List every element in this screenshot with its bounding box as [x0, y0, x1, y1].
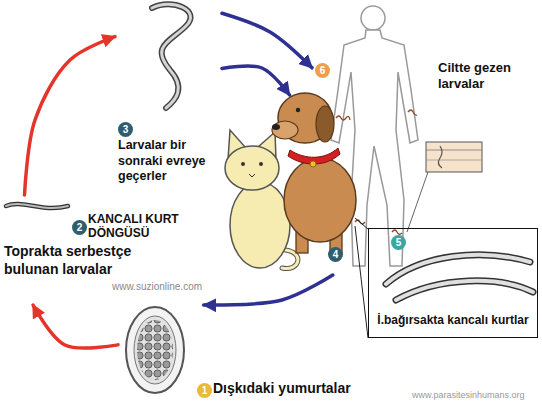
- human-head: [361, 6, 385, 30]
- watermark: www.parasitesinhumans.org: [412, 390, 540, 401]
- larva-body: [152, 4, 191, 108]
- dog-ear: [316, 106, 334, 142]
- dog-tag: [310, 161, 316, 167]
- animal-host-stage: 4: [225, 95, 370, 275]
- zoom-line: [355, 218, 368, 229]
- human-host-stage: 6 Ciltte gezen larvalar: [312, 0, 538, 100]
- callout-number: 6: [315, 63, 330, 78]
- stage-label: Toprakta serbestçe bulunan larvalar: [4, 243, 142, 278]
- cycle-arrow: [25, 37, 116, 195]
- intestine-box: 5İ.bağırsakta kancalı kurtlar: [368, 228, 538, 338]
- stage-label: İ.bağırsakta kancalı kurtlar: [372, 313, 534, 328]
- cat-head: [225, 146, 279, 190]
- callout-number: 2: [72, 220, 87, 235]
- stage-label: Ciltte gezen larvalar: [438, 60, 534, 93]
- cycle-arrow: [222, 13, 312, 68]
- larva-outline: [6, 204, 68, 208]
- cycle-title-label: KANCALI KURT DÖNGÜSÜ: [88, 212, 183, 241]
- soil-larva: [6, 204, 68, 208]
- zoom-line: [355, 226, 368, 338]
- infective-larva-stage: 3Larvalar bir sonraki evreye geçerler: [115, 0, 222, 195]
- infective-larva: [152, 4, 191, 108]
- dog-body: [284, 158, 356, 242]
- adult-hookworms: [386, 255, 533, 300]
- cat-body: [230, 182, 290, 268]
- stage-label: Larvalar bir sonraki evreye geçerler: [118, 138, 218, 185]
- dog-snout: [272, 121, 298, 139]
- dog-nose: [272, 124, 280, 130]
- larva-track: [408, 110, 417, 115]
- cycle-arrow: [222, 66, 290, 95]
- larva-in-skin: [438, 146, 442, 168]
- egg-stage: 1Dışkıdaki yumurtalar: [118, 305, 375, 403]
- egg-cells: [137, 320, 173, 380]
- callout-number: 3: [118, 122, 133, 137]
- skin-section: [426, 142, 482, 172]
- egg: [126, 307, 184, 393]
- dog-eye: [296, 108, 300, 112]
- larva-body: [6, 204, 68, 208]
- dog: [272, 93, 356, 253]
- skin-layer: [426, 160, 482, 161]
- skin-layer: [426, 150, 482, 151]
- stage-label: Dışkıdaki yumurtalar: [213, 380, 371, 398]
- leader-line: [407, 172, 428, 232]
- egg-shell: [126, 307, 184, 393]
- worm-outline: [396, 281, 533, 300]
- larva-outline: [152, 4, 191, 108]
- cat-mouth: [249, 174, 255, 177]
- egg-inner: [134, 316, 176, 384]
- larva-track: [336, 116, 350, 120]
- callout-number: 1: [197, 383, 212, 398]
- larva-track: [392, 230, 402, 234]
- human-figure: [331, 6, 482, 266]
- callout-number: 4: [328, 247, 343, 262]
- watermark: www.suzionline.com: [112, 281, 232, 293]
- cycle-arrow: [33, 305, 118, 348]
- cat-eye: [241, 162, 245, 166]
- callout-number: 5: [391, 235, 406, 250]
- worm-body: [396, 281, 533, 300]
- cat-eye: [259, 162, 263, 166]
